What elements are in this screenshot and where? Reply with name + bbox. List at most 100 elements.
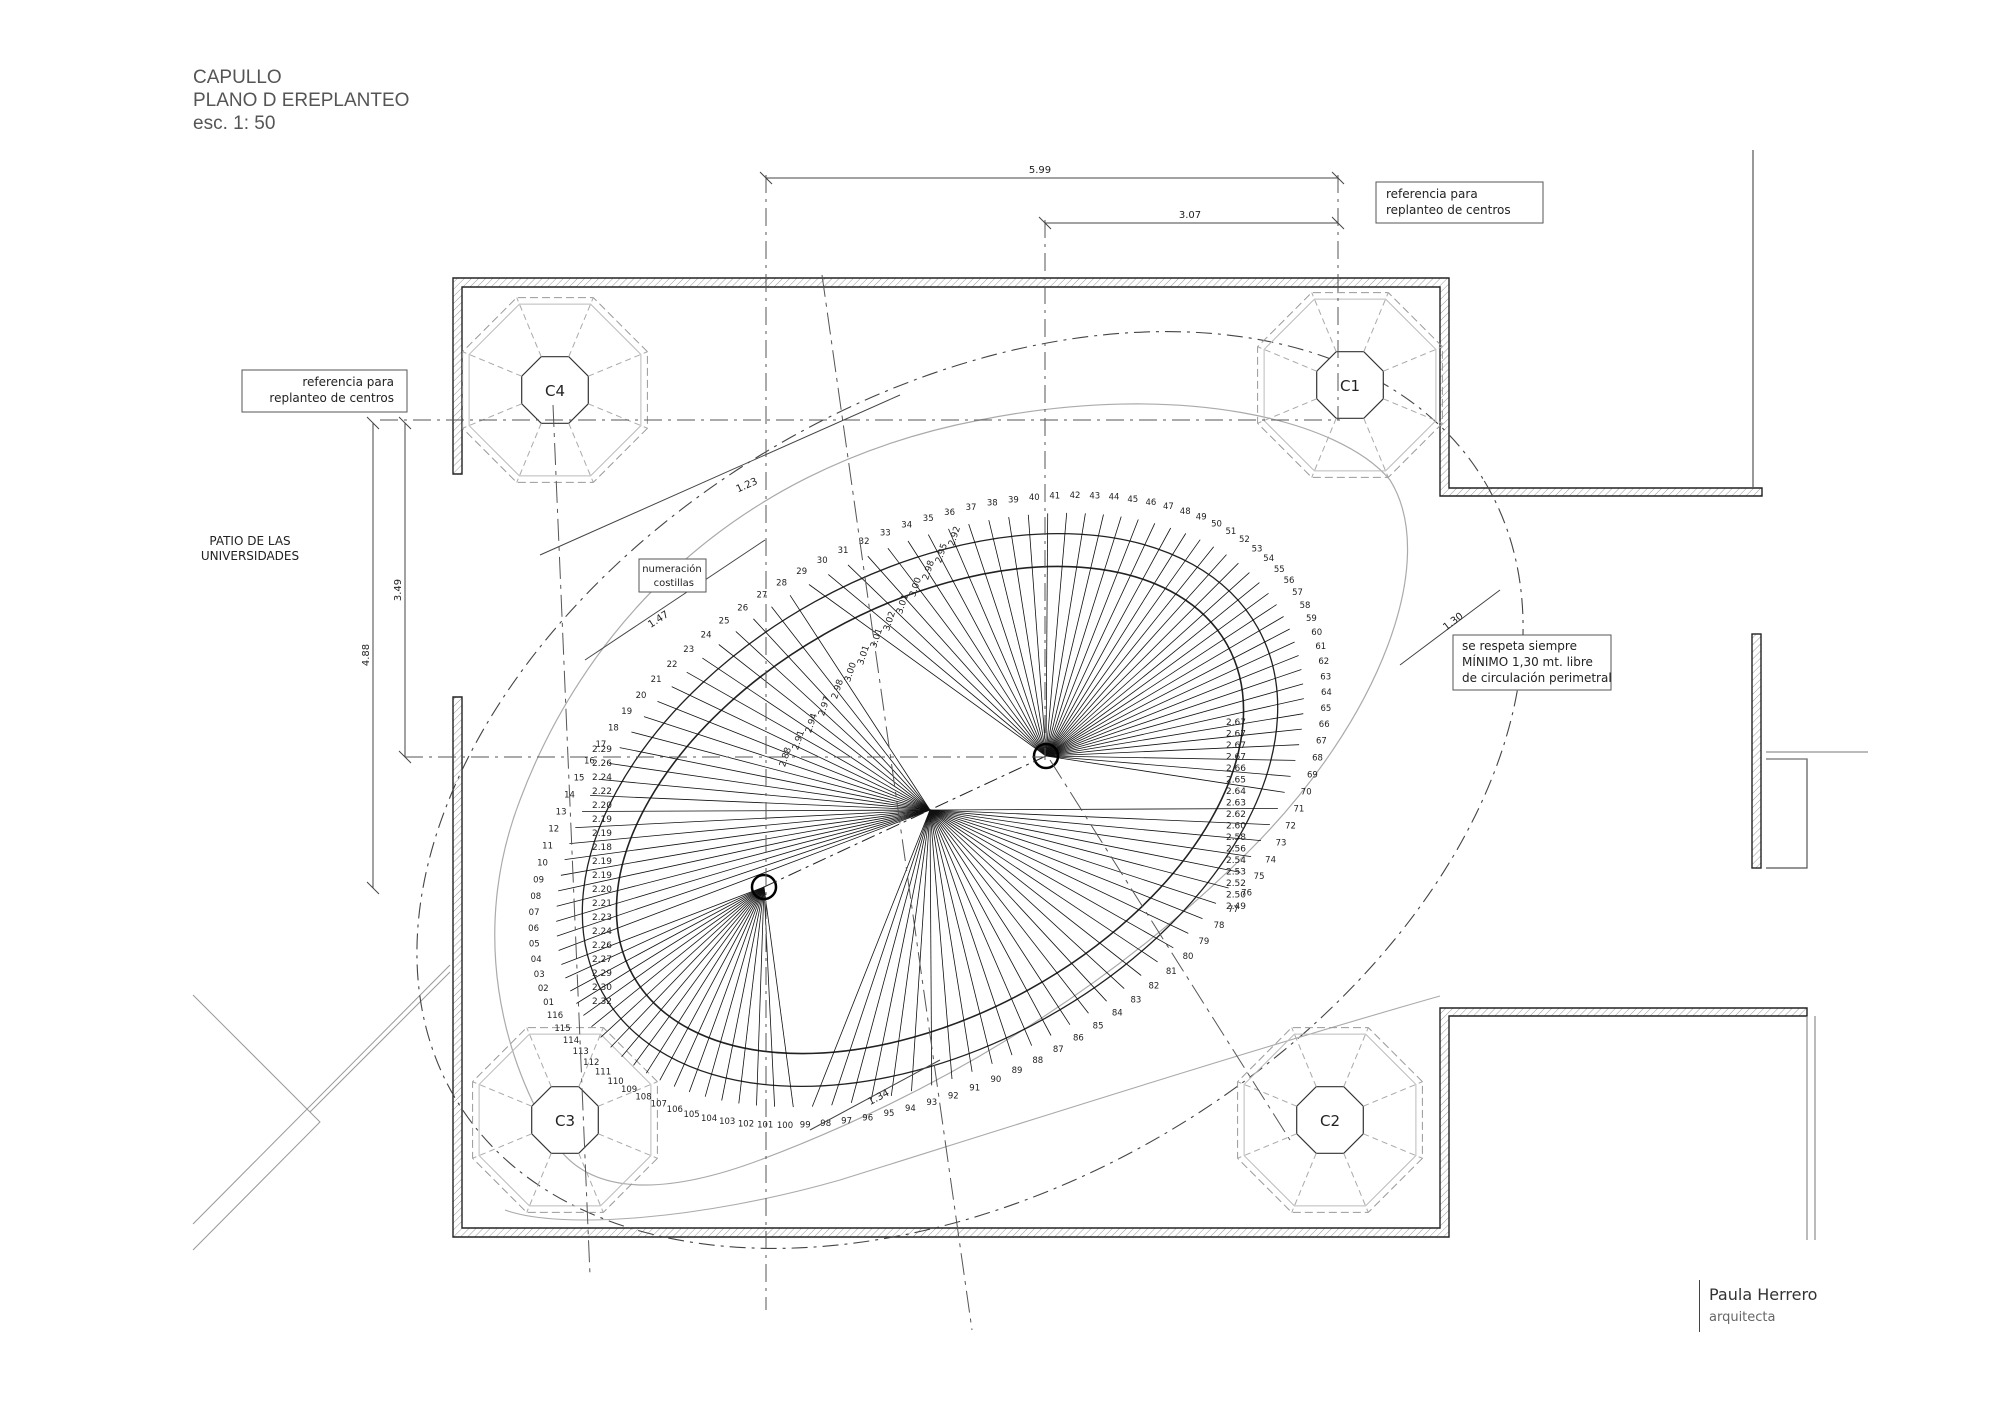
rib-92 <box>929 809 953 1080</box>
rib-number-03: 03 <box>534 970 545 980</box>
rib-95 <box>890 809 931 1096</box>
rib-39 <box>1008 517 1047 757</box>
rib-49 <box>1045 533 1187 757</box>
rib-length-left-0: 2.29 <box>592 745 612 755</box>
drawing-title: PLANO D EREPLANTEO <box>193 90 410 111</box>
rib-number-70: 70 <box>1301 787 1312 797</box>
rib-number-48: 48 <box>1180 507 1191 517</box>
reference-lines <box>380 175 1340 1331</box>
rib-number-labels: 0102030405060708091011121314151617181920… <box>528 491 1332 1131</box>
rib-70 <box>1045 755 1285 793</box>
rib-number-09: 09 <box>533 875 544 885</box>
note-clearance-1: se respeta siempre <box>1462 639 1577 653</box>
rib-number-93: 93 <box>926 1098 937 1108</box>
rib-number-99: 99 <box>800 1121 811 1131</box>
rib-number-109: 109 <box>621 1085 637 1095</box>
rib-number-79: 79 <box>1198 937 1209 947</box>
rib-number-38: 38 <box>987 499 998 509</box>
rib-69 <box>1045 755 1291 777</box>
rib-number-92: 92 <box>948 1091 959 1101</box>
rib-71 <box>929 808 1278 811</box>
rib-number-101: 101 <box>757 1121 773 1131</box>
rib-10 <box>564 809 931 860</box>
rib-19 <box>643 716 931 811</box>
rib-78 <box>929 809 1203 919</box>
architect-name: Paula Herrero <box>1709 1285 1818 1304</box>
rib-53 <box>1045 562 1239 757</box>
rib-02 <box>565 886 765 979</box>
rib-46 <box>1045 519 1139 757</box>
rib-length-right-2: 2.67 <box>1226 741 1246 751</box>
rib-34 <box>907 540 1047 757</box>
rib-length-center-13: 2.92 <box>947 525 963 547</box>
rib-number-10: 10 <box>537 859 548 869</box>
rib-36 <box>948 528 1047 757</box>
rib-77 <box>929 809 1217 904</box>
rib-74 <box>929 809 1252 857</box>
rib-length-left-1: 2.26 <box>592 759 612 769</box>
note-numbering-2: costillas <box>654 578 694 589</box>
rib-number-52: 52 <box>1239 535 1250 545</box>
rib-109 <box>645 886 765 1074</box>
rib-number-67: 67 <box>1316 737 1327 747</box>
rib-105 <box>704 886 765 1097</box>
rib-22 <box>686 671 931 811</box>
rib-number-26: 26 <box>737 603 748 613</box>
rib-42 <box>1045 512 1068 757</box>
rib-33 <box>887 547 1047 757</box>
rib-27 <box>771 606 931 811</box>
rib-50 <box>1045 539 1201 757</box>
centre-right <box>1032 742 1060 770</box>
rib-length-left-14: 2.26 <box>592 941 612 951</box>
rib-113 <box>600 886 765 1038</box>
rib-number-66: 66 <box>1319 720 1330 730</box>
rib-102 <box>756 886 765 1106</box>
rib-number-57: 57 <box>1292 588 1303 598</box>
rib-length-right-9: 2.60 <box>1226 822 1246 832</box>
rib-number-61: 61 <box>1315 642 1326 652</box>
rib-24 <box>718 644 931 811</box>
rib-87 <box>929 809 1052 1036</box>
dim-488: 4.88 <box>361 644 372 666</box>
rib-29 <box>808 584 1047 757</box>
rib-108 <box>659 886 765 1081</box>
rib-length-left-9: 2.19 <box>592 871 612 881</box>
rib-length-left-18: 2.32 <box>592 997 612 1007</box>
rib-number-112: 112 <box>583 1058 599 1068</box>
rib-length-right-13: 2.53 <box>1226 868 1246 878</box>
rib-98 <box>831 809 931 1106</box>
rib-number-55: 55 <box>1274 565 1285 575</box>
rib-number-42: 42 <box>1070 491 1081 501</box>
rib-number-07: 07 <box>529 908 540 918</box>
rib-03 <box>561 886 765 965</box>
wall-top <box>452 277 1763 497</box>
rib-number-11: 11 <box>542 842 553 852</box>
rib-111 <box>621 886 765 1058</box>
rib-number-19: 19 <box>621 707 632 717</box>
column-label-c1: C1 <box>1340 377 1360 395</box>
wall-right-notch <box>1766 758 1808 869</box>
rib-28 <box>789 595 931 811</box>
rib-number-96: 96 <box>862 1113 873 1123</box>
dim-307: 3.07 <box>1179 210 1201 221</box>
note-ref-top-1: referencia para <box>1386 187 1478 201</box>
rib-number-02: 02 <box>538 984 549 994</box>
rib-14 <box>590 795 931 811</box>
note-clearance-3: de circulación perimetral <box>1462 671 1612 685</box>
rib-20 <box>657 701 931 811</box>
rib-number-50: 50 <box>1211 519 1222 529</box>
rib-length-right-16: 2.49 <box>1226 902 1246 912</box>
rib-length-right-1: 2.67 <box>1226 730 1246 740</box>
rib-number-56: 56 <box>1284 576 1295 586</box>
rib-38 <box>988 520 1047 757</box>
rib-number-54: 54 <box>1263 554 1274 564</box>
rib-61 <box>1045 655 1299 757</box>
rib-68 <box>1045 755 1296 761</box>
rib-number-24: 24 <box>701 631 712 641</box>
dim-349: 3.49 <box>393 579 404 601</box>
rib-length-left-12: 2.23 <box>592 913 612 923</box>
rib-number-71: 71 <box>1293 804 1304 814</box>
rib-length-right-7: 2.63 <box>1226 799 1246 809</box>
rib-length-center-9: 3.01 <box>895 593 911 615</box>
rib-number-58: 58 <box>1300 601 1311 611</box>
